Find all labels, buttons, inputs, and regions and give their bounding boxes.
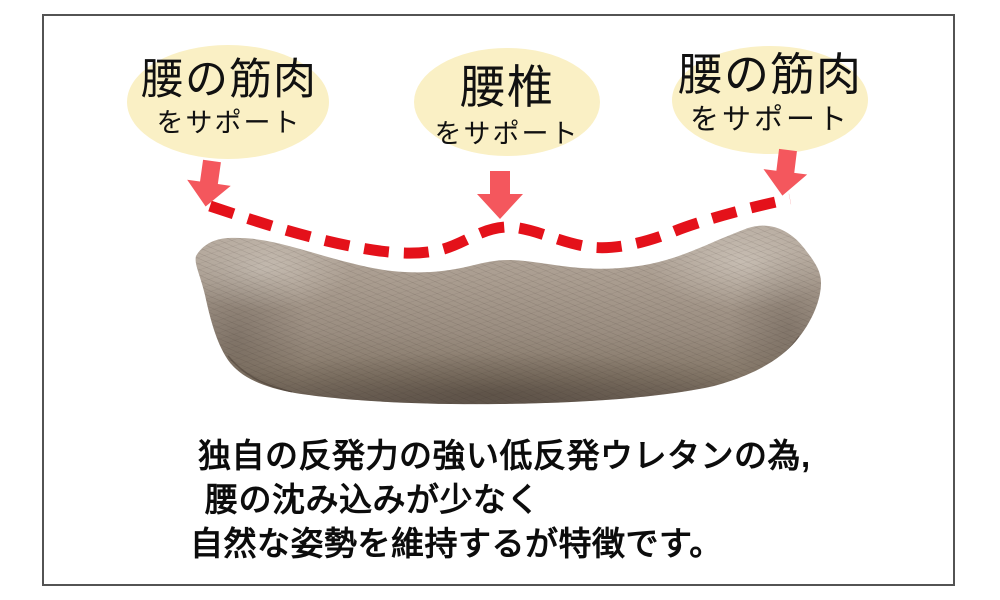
callout-left: 腰の筋肉 をサポート <box>118 56 340 138</box>
callout-bubble-right <box>672 46 868 154</box>
description-text: 独自の反発力の強い低反発ウレタンの為, 腰の沈み込みが少なく 自然な姿勢を維持す… <box>190 434 811 566</box>
pillow-photo <box>195 225 822 405</box>
pillow-seam-left <box>227 355 293 393</box>
support-contour-dashline <box>208 193 792 259</box>
down-arrow-center-icon <box>477 171 523 219</box>
down-arrow-right-icon <box>763 148 808 196</box>
pillow-fabric-texture-2 <box>195 225 822 405</box>
description-line-2: 腰の沈み込みが少なく <box>205 481 540 518</box>
down-arrow-left-icon <box>187 159 231 207</box>
callout-right-subtitle: をサポート <box>689 104 850 137</box>
callout-left-title: 腰の筋肉 <box>141 56 317 104</box>
callout-center: 腰椎 をサポート <box>407 61 607 149</box>
callout-center-subtitle: をサポート <box>434 118 580 149</box>
callout-center-title: 腰椎 <box>460 61 554 113</box>
description-line-1: 独自の反発力の強い低反発ウレタンの為, <box>198 437 811 474</box>
callout-bubble-center <box>414 48 600 156</box>
description-line-3: 自然な姿勢を維持するが特徴です。 <box>190 525 723 562</box>
callout-right: 腰の筋肉 をサポート <box>658 49 882 137</box>
callout-left-subtitle: をサポート <box>156 108 302 139</box>
callout-bubble-left <box>127 45 329 159</box>
callout-right-title: 腰の筋肉 <box>677 49 862 100</box>
